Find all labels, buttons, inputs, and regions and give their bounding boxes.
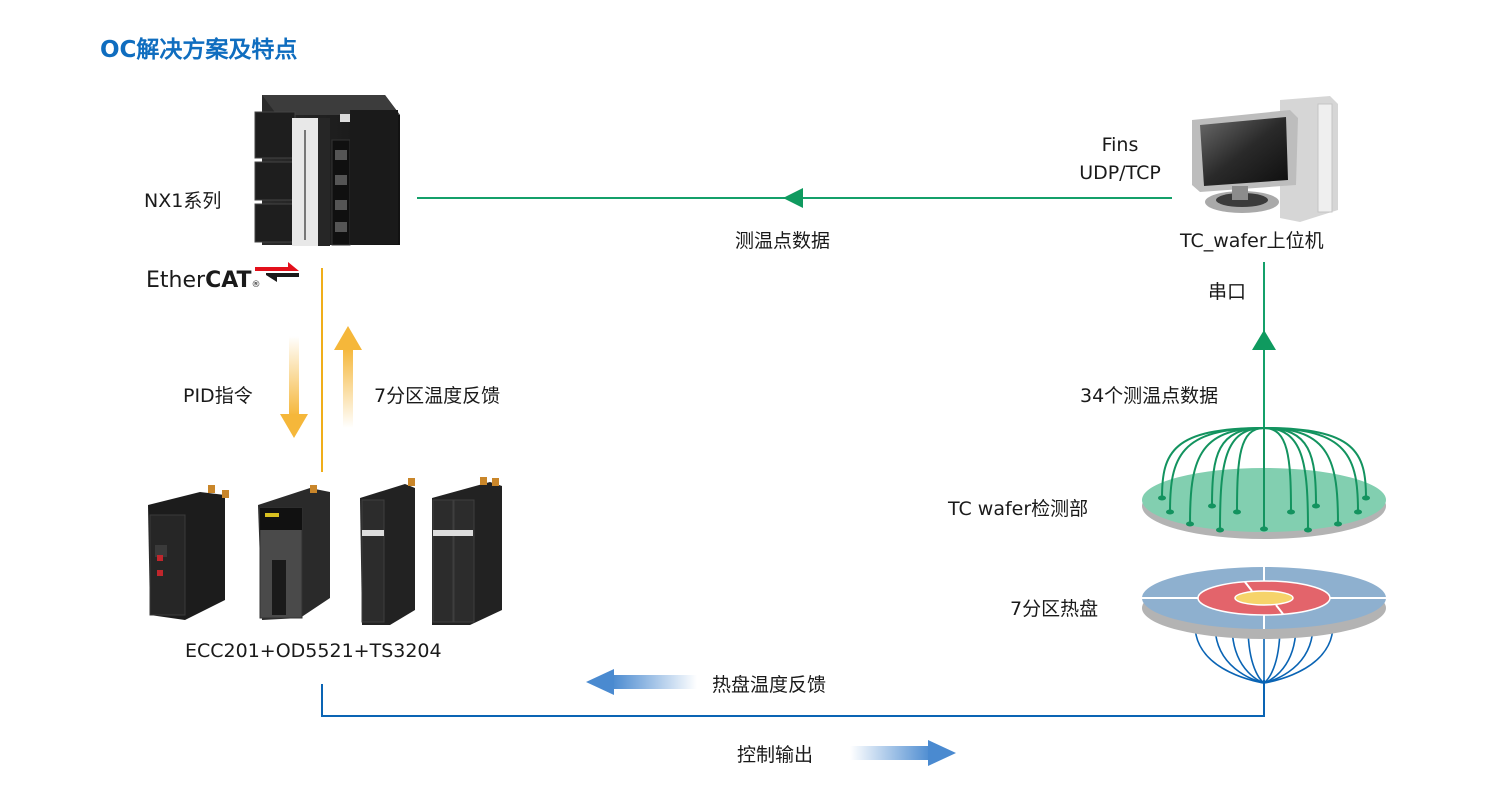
pid-command-label: PID指令 [183, 385, 253, 407]
pid-command-arrow-icon [280, 336, 308, 438]
wafer-wire [1169, 427, 1265, 513]
plc-controller-icon [254, 95, 400, 246]
wafer-sensor-point [1208, 503, 1216, 509]
wafer-wire [1219, 427, 1265, 531]
ethercat-logo: EtherCAT® [146, 268, 261, 293]
wafer-sensor-point [1186, 521, 1194, 527]
arrow-left-icon [783, 188, 803, 208]
controller-label: NX1系列 [144, 190, 222, 212]
desktop-computer-icon [1192, 96, 1338, 222]
wafer-sensor-point [1287, 509, 1295, 515]
io-modules-icon [148, 477, 502, 625]
zone-feedback-label: 7分区温度反馈 [374, 385, 501, 407]
ethercat-logo-prefix: Ether [146, 268, 206, 293]
wafer-sensor-point [1166, 509, 1174, 515]
wafer-wire [1263, 427, 1367, 499]
protocol-label-udp-tcp: UDP/TCP [1079, 162, 1161, 184]
wafer-sensor-point [1304, 527, 1312, 533]
control-output-label: 控制输出 [737, 744, 814, 766]
sensor-data-label: 34个测温点数据 [1080, 385, 1219, 407]
io-loop-line [321, 680, 1265, 717]
pc-label: TC_wafer上位机 [1180, 230, 1324, 252]
wafer-sensor-wires [1158, 427, 1370, 533]
wafer-sensor-point [1233, 509, 1241, 515]
tc-wafer-label: TC wafer检测部 [948, 498, 1089, 520]
wafer-sensor-point [1312, 503, 1320, 509]
wafer-sensor-point [1334, 521, 1342, 527]
wafer-sensor-point [1260, 526, 1268, 532]
ethercat-logo-mark: ® [251, 280, 261, 290]
protocol-label-fins: Fins [1101, 134, 1139, 156]
tc-wafer-icon [1142, 427, 1386, 539]
arrow-up-icon [1252, 330, 1276, 350]
wafer-sensor-point [1216, 527, 1224, 533]
control-output-arrow-icon [850, 740, 956, 766]
plate-feedback-arrow-icon [586, 669, 697, 695]
serial-port-label: 串口 [1208, 281, 1247, 303]
wafer-wire [1189, 427, 1265, 525]
zone-feedback-arrow-icon [334, 326, 362, 428]
plate-feedback-label: 热盘温度反馈 [712, 674, 827, 696]
wafer-sensor-point [1354, 509, 1362, 515]
wafer-wire [1236, 427, 1265, 513]
hotplate-icon [1142, 567, 1386, 684]
wafer-sensor-point [1362, 495, 1370, 501]
ethercat-logo-arrows [255, 262, 299, 282]
ethercat-logo-suffix: CAT [205, 268, 252, 293]
modules-label: ECC201+OD5521+TS3204 [185, 640, 442, 662]
temperature-data-label: 测温点数据 [735, 230, 831, 252]
hotplate-wire [1263, 624, 1334, 684]
page-title: OC解决方案及特点 [100, 37, 298, 63]
hotplate-label: 7分区热盘 [1010, 598, 1099, 620]
wafer-sensor-point [1158, 495, 1166, 501]
